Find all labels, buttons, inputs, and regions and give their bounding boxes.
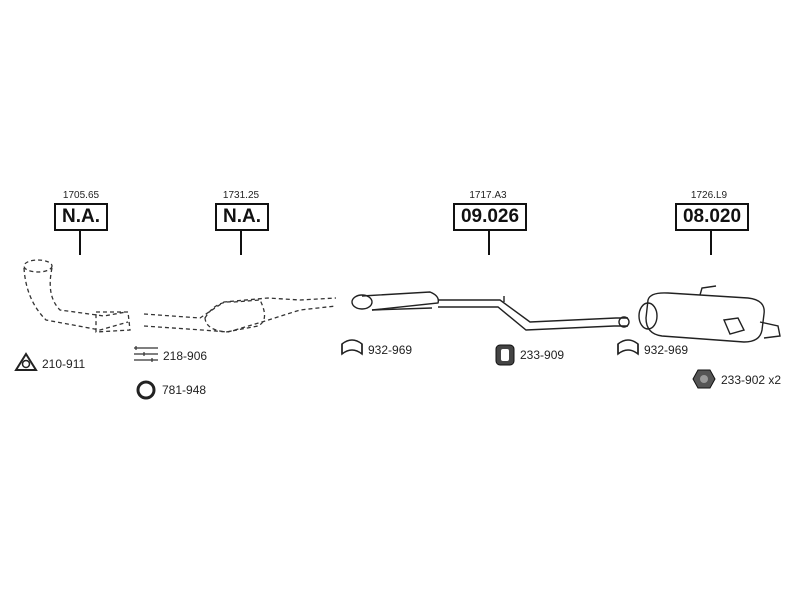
bolt-kit-icon bbox=[134, 346, 158, 362]
part-ref-2: 1731.25 bbox=[222, 190, 260, 201]
rear-silencer-part bbox=[638, 285, 781, 343]
middle-silencer-part bbox=[351, 291, 630, 331]
clamp-icon bbox=[341, 339, 363, 356]
rubber-mount-label: 233-909 bbox=[520, 348, 565, 362]
clamp-rear-label: 932-969 bbox=[644, 343, 689, 357]
bolt-kit-label: 218-906 bbox=[163, 349, 208, 363]
part-code-box-4[interactable]: 08.020 bbox=[675, 203, 749, 231]
part-code-box-1[interactable]: N.A. bbox=[54, 203, 108, 231]
part-stem-4 bbox=[710, 229, 712, 255]
part-stem-2 bbox=[240, 229, 242, 255]
part-ref-1: 1705.65 bbox=[62, 190, 100, 201]
hex-nut-icon bbox=[692, 369, 716, 389]
hex-nut-label: 233-902 x2 bbox=[721, 373, 782, 387]
clamp-icon bbox=[617, 339, 639, 356]
ring-gasket-icon bbox=[136, 380, 156, 400]
part-stem-3 bbox=[488, 229, 490, 255]
downpipe-part bbox=[23, 259, 131, 333]
part-code-box-2[interactable]: N.A. bbox=[215, 203, 269, 231]
triangle-gasket-icon bbox=[14, 352, 38, 371]
part-stem-1 bbox=[79, 229, 81, 255]
catalyst-part bbox=[143, 297, 337, 333]
part-ref-4: 1726.L9 bbox=[690, 190, 728, 201]
part-ref-3: 1717.A3 bbox=[469, 190, 507, 201]
part-code-box-3[interactable]: 09.026 bbox=[453, 203, 527, 231]
ring-gasket-label: 781-948 bbox=[162, 383, 207, 397]
gasket-triangle-label: 210-911 bbox=[42, 357, 86, 371]
clamp-front-label: 932-969 bbox=[368, 343, 413, 357]
rubber-mount-icon bbox=[495, 344, 515, 366]
